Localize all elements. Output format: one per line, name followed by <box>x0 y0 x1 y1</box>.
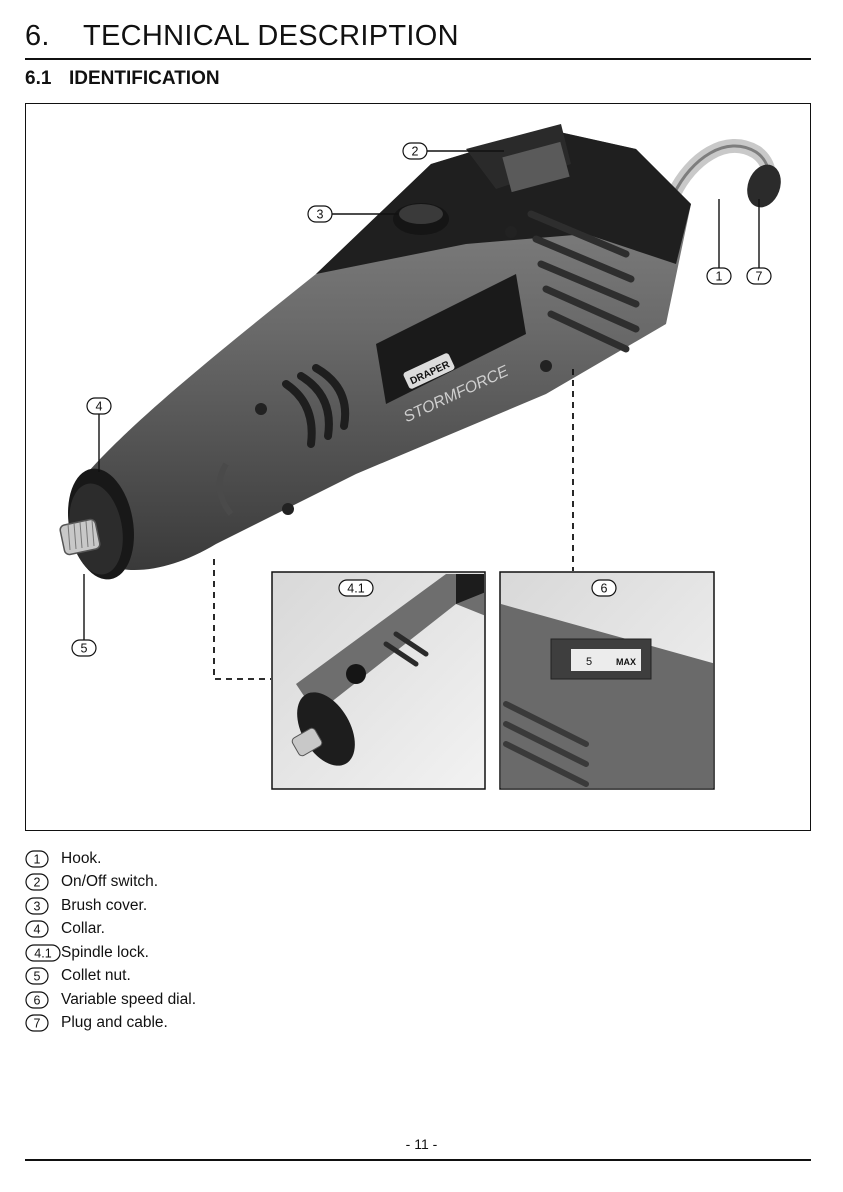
body-hole <box>255 403 267 415</box>
inset-spindle-lock <box>272 572 506 789</box>
callout-4: 4 <box>87 398 111 414</box>
legend-item-on-off-switch: 2 On/Off switch. <box>25 872 425 892</box>
legend-marker: 4 <box>25 919 61 939</box>
body-hole <box>540 360 552 372</box>
inset-speed-dial: 5 MAX <box>500 572 716 794</box>
legend-marker: 2 <box>25 872 61 892</box>
header-rule <box>25 58 811 60</box>
legend-label: Collet nut. <box>61 967 131 985</box>
svg-text:3: 3 <box>317 208 324 222</box>
legend-marker: 1 <box>25 849 61 869</box>
legend-marker: 3 <box>25 896 61 916</box>
legend-label: On/Off switch. <box>61 873 158 891</box>
legend-item-plug-and-cable: 7 Plug and cable. <box>25 1013 425 1033</box>
legend-label: Variable speed dial. <box>61 991 196 1009</box>
callout-1: 1 <box>707 268 731 284</box>
legend-label: Brush cover. <box>61 897 147 915</box>
legend-label: Hook. <box>61 850 102 868</box>
dial-max: MAX <box>616 657 636 667</box>
subsection-number: 6.1 <box>25 68 69 90</box>
section-title: 6.TECHNICAL DESCRIPTION <box>25 20 459 53</box>
legend-marker: 4.1 <box>25 943 61 963</box>
svg-text:1: 1 <box>34 853 41 867</box>
callout-6: 6 <box>592 580 616 596</box>
subsection-title-text: IDENTIFICATION <box>69 68 220 89</box>
cable-plug-shape <box>741 160 786 212</box>
tool-main-view: DRAPER STORMFORCE <box>59 124 786 585</box>
svg-text:5: 5 <box>81 642 88 656</box>
callout-2: 2 <box>403 143 427 159</box>
svg-text:2: 2 <box>412 145 419 159</box>
identification-figure: DRAPER STORMFORCE <box>25 103 811 831</box>
svg-text:2: 2 <box>34 876 41 890</box>
rotary-tool-illustration: DRAPER STORMFORCE <box>26 104 811 831</box>
brush-cover-cap <box>399 204 443 224</box>
svg-text:1: 1 <box>716 270 723 284</box>
callout-3: 3 <box>308 206 332 222</box>
footer-rule <box>25 1159 811 1161</box>
page-number: - 11 - <box>0 1136 843 1152</box>
legend-item-hook: 1 Hook. <box>25 849 425 869</box>
legend-marker: 5 <box>25 966 61 986</box>
svg-text:6: 6 <box>601 582 608 596</box>
legend-item-collar: 4 Collar. <box>25 919 425 939</box>
svg-text:4.1: 4.1 <box>347 582 364 596</box>
svg-text:7: 7 <box>34 1017 41 1031</box>
legend-item-variable-speed-dial: 6 Variable speed dial. <box>25 990 425 1010</box>
callout-4-1: 4.1 <box>339 580 373 596</box>
legend-item-brush-cover: 3 Brush cover. <box>25 896 425 916</box>
svg-text:5: 5 <box>34 970 41 984</box>
svg-text:6: 6 <box>34 994 41 1008</box>
svg-text:4: 4 <box>96 400 103 414</box>
legend-label: Collar. <box>61 920 105 938</box>
body-hole <box>505 226 517 238</box>
legend-item-collet-nut: 5 Collet nut. <box>25 966 425 986</box>
callout-5: 5 <box>72 640 96 656</box>
legend-label: Plug and cable. <box>61 1014 168 1032</box>
svg-text:7: 7 <box>756 270 763 284</box>
section-title-text: TECHNICAL DESCRIPTION <box>83 20 459 52</box>
svg-text:4.1: 4.1 <box>34 947 51 961</box>
svg-text:4: 4 <box>34 923 41 937</box>
legend-item-spindle-lock: 4.1 Spindle lock. <box>25 943 425 963</box>
callout-7: 7 <box>747 268 771 284</box>
legend-marker: 7 <box>25 1013 61 1033</box>
legend-label: Spindle lock. <box>61 944 149 962</box>
legend-marker: 6 <box>25 990 61 1010</box>
section-number: 6. <box>25 20 83 53</box>
dial-number: 5 <box>586 656 592 668</box>
spindle-lock-button <box>346 664 366 684</box>
body-hole <box>282 503 294 515</box>
svg-text:3: 3 <box>34 900 41 914</box>
